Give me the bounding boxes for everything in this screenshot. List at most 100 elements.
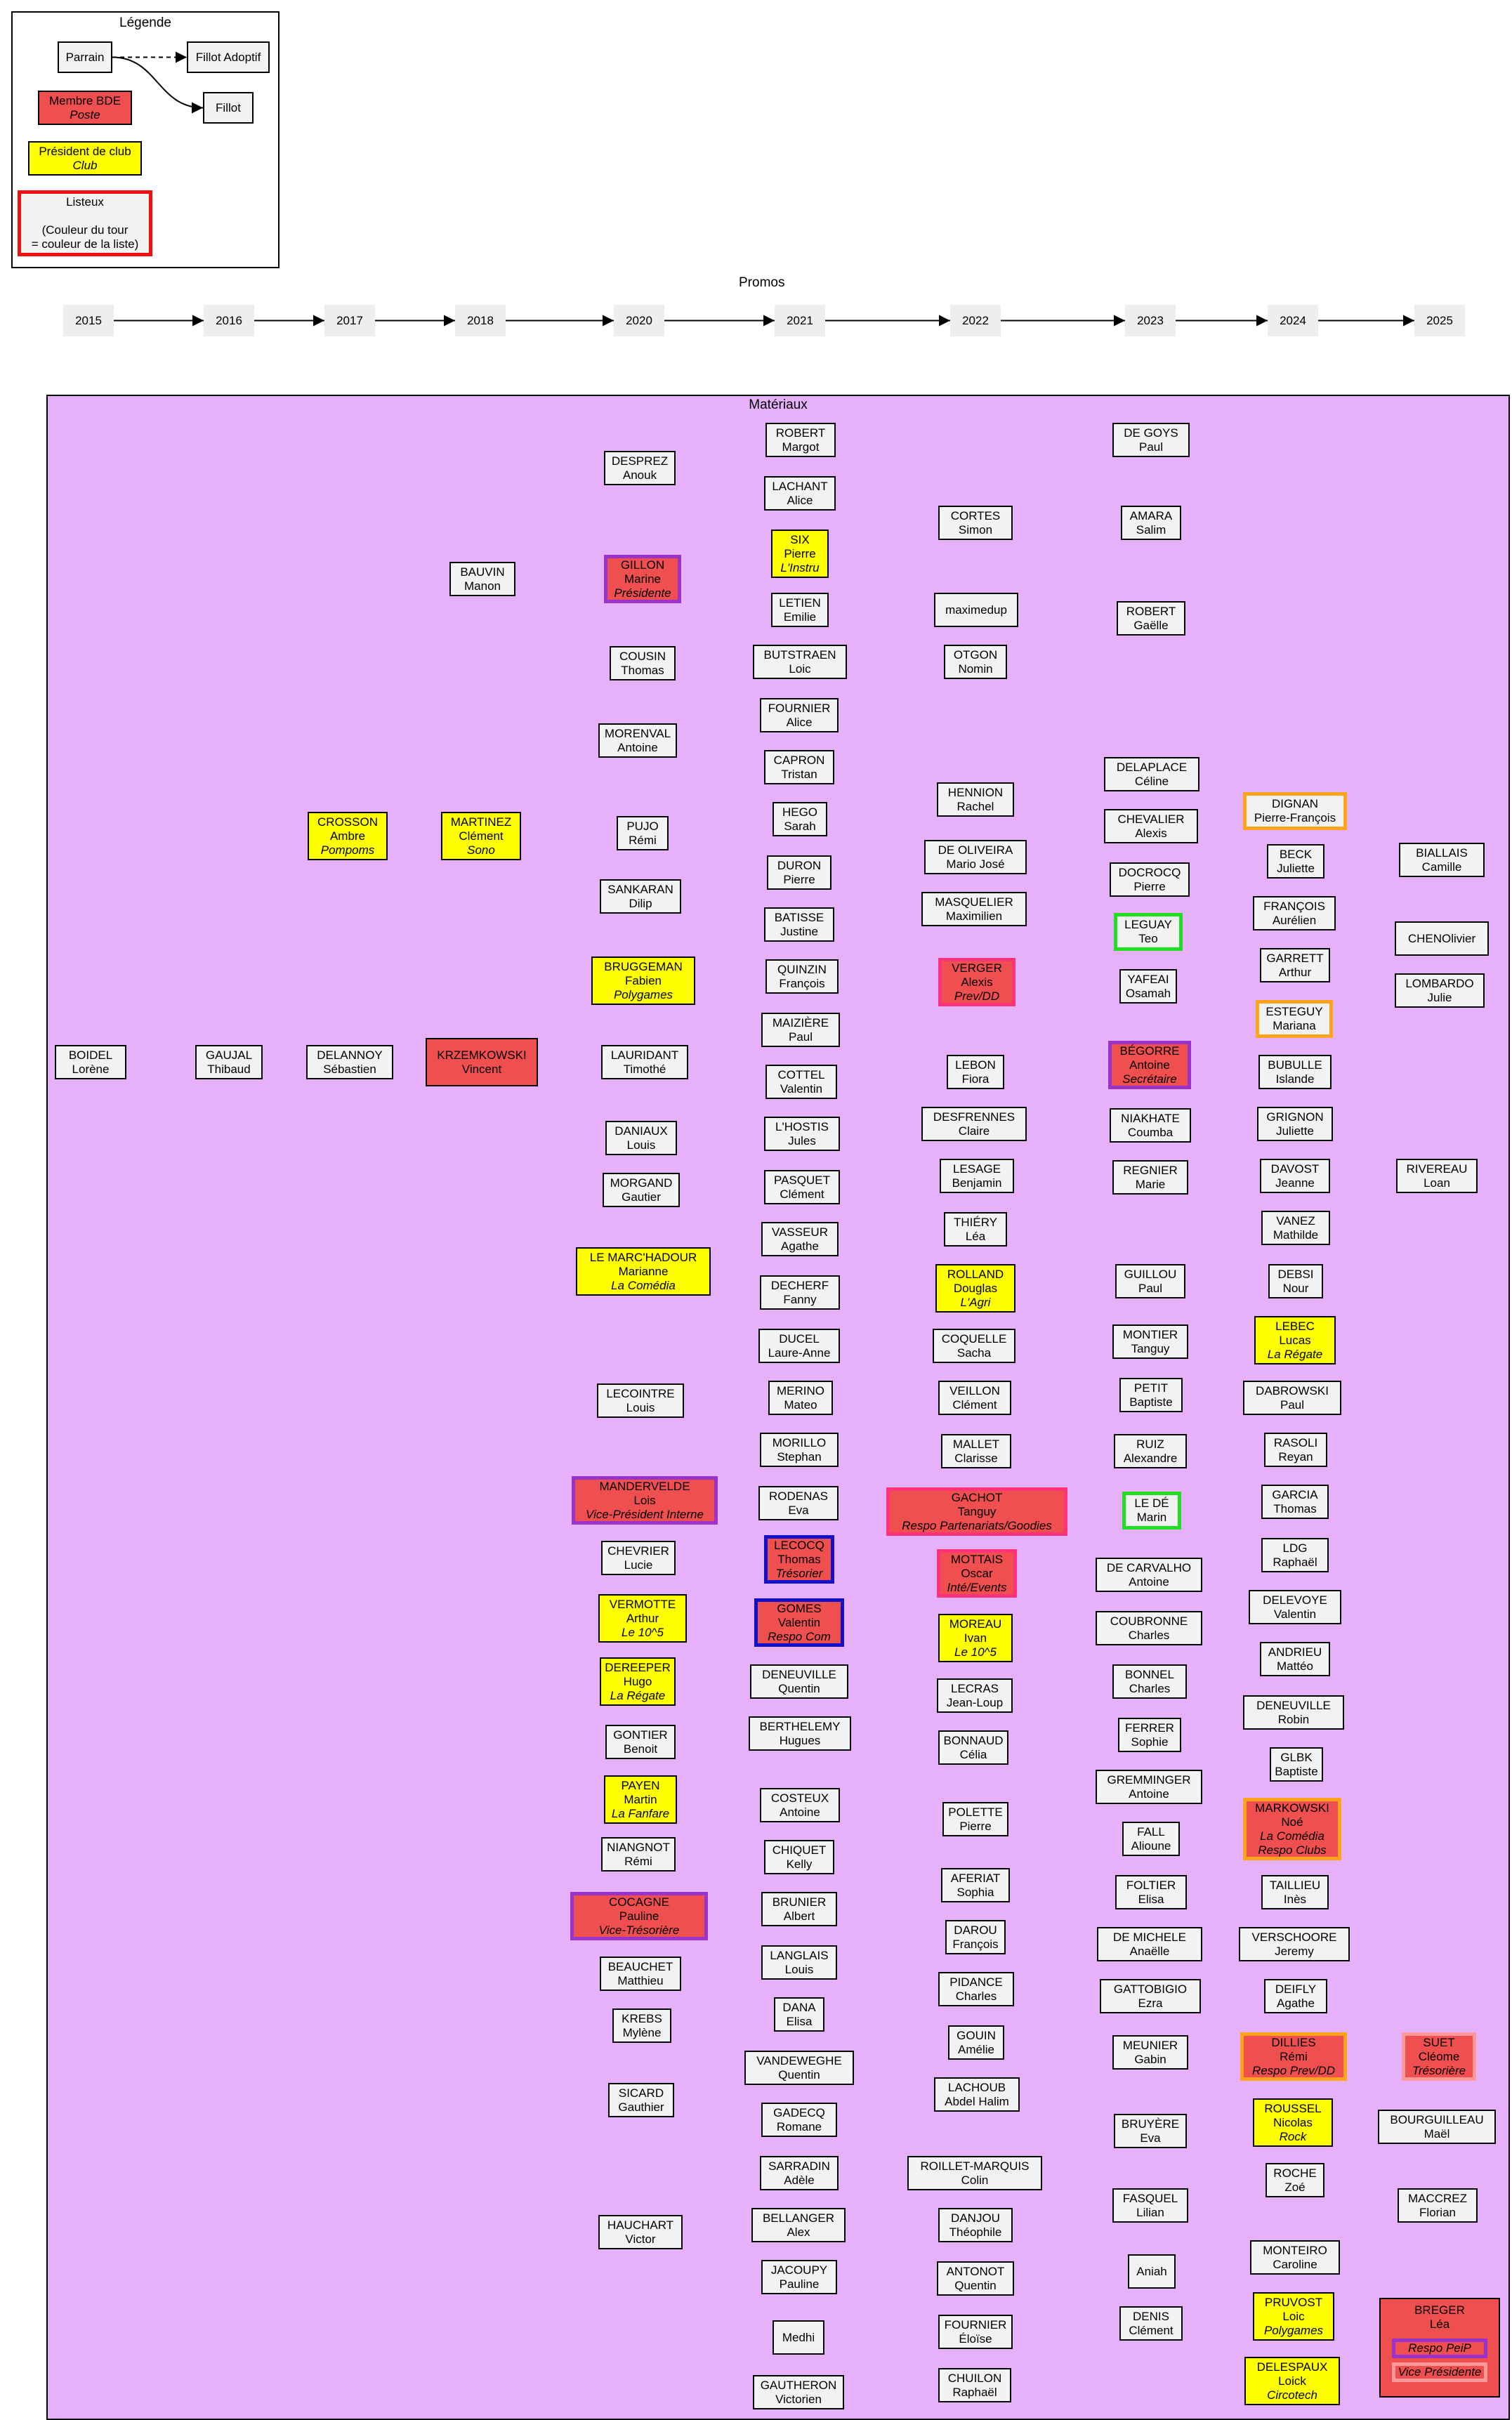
node-line-primary: Parrain	[65, 50, 105, 64]
node-line-primary: DE CARVALHO	[1106, 1560, 1192, 1574]
node-line-secondary: Teo	[1138, 932, 1158, 945]
node-line-primary: DAROU	[954, 1923, 997, 1937]
node-line-primary: ROBERT	[1126, 604, 1176, 618]
node-line-primary: BÉGORRE	[1119, 1044, 1180, 1058]
node-line-secondary: Jeremy	[1275, 1944, 1314, 1958]
node-line-secondary: Juliette	[1276, 1124, 1314, 1138]
node-line-primary: LETIEN	[779, 596, 821, 610]
node-line-secondary: Justine	[780, 924, 818, 938]
node-line-secondary: Maximilien	[945, 909, 1003, 923]
node-line-role: Rock	[1279, 2129, 1307, 2143]
node-line-primary: MORILLO	[772, 1435, 827, 1449]
node-line-primary: MORENVAL	[604, 726, 671, 740]
node-line-secondary: Valentin	[1273, 1607, 1317, 1621]
node-line-secondary: Sophia	[956, 1885, 994, 1899]
node-line-secondary: Rémi	[624, 1854, 652, 1868]
node-line-secondary: Lilian	[1136, 2205, 1164, 2219]
node-line-secondary: Stephan	[777, 1449, 822, 1464]
node-line-role: Le 10^5	[622, 1625, 664, 1639]
person-y6: 2022	[950, 305, 1001, 336]
node-line-secondary: Alioune	[1131, 1839, 1171, 1853]
node-line-secondary: François	[952, 1937, 999, 1951]
node-line-primary: DELESPAUX	[1256, 2360, 1328, 2374]
node-line-secondary: Alexandre	[1123, 1451, 1178, 1465]
node-line-secondary: Thomas	[777, 1552, 821, 1566]
person-maximedup: maximedup	[934, 593, 1018, 627]
node-line-primary: TAILLIEU	[1269, 1878, 1321, 1892]
node-line-secondary: Sébastien	[323, 1062, 376, 1076]
node-line-primary: VERGER	[952, 961, 1002, 975]
node-line-secondary: Anaëlle	[1129, 1944, 1170, 1958]
node-line-primary: CHENOlivier	[1407, 931, 1476, 945]
node-line-secondary: Elisa	[1138, 1892, 1164, 1906]
node-line-primary: MOREAU	[949, 1617, 1002, 1631]
node-line-primary: COQUELLE	[941, 1331, 1007, 1346]
node-line-primary: FERRER	[1125, 1721, 1174, 1735]
node-line-primary: LEBEC	[1275, 1319, 1315, 1333]
node-line-secondary: Marie	[1135, 1177, 1166, 1191]
node-line-primary: DAVOST	[1270, 1162, 1320, 1176]
node-line-primary: LEGUAY	[1124, 918, 1172, 931]
node-line-secondary: Théophile	[949, 2225, 1002, 2239]
node-line-secondary: Juliette	[1277, 861, 1315, 875]
node-line-primary: BERTHELEMY	[759, 1719, 841, 1733]
node-line-primary: LDG	[1282, 1541, 1308, 1555]
node-line-secondary: Pierre-François	[1254, 811, 1336, 824]
node-line-primary: 2023	[1137, 313, 1164, 327]
node-line-primary: NIAKHATE	[1121, 1111, 1180, 1125]
node-line-secondary: Mathilde	[1273, 1228, 1319, 1242]
node-line-secondary: Sacha	[956, 1346, 992, 1360]
person-y4: 2020	[614, 305, 664, 336]
node-line-secondary: Tristan	[781, 767, 817, 781]
node-line-primary: ROLLAND	[947, 1267, 1004, 1281]
node-line-primary: NIANGNOT	[607, 1840, 670, 1854]
node-line-primary: Aniah	[1136, 2264, 1167, 2278]
node-line-primary: 2021	[787, 313, 813, 327]
node-line-primary: DOCROCQ	[1118, 865, 1181, 879]
node-line-role: Sono	[467, 843, 495, 857]
node-line-secondary: Pierre	[783, 872, 815, 886]
node-line-primary: DANIAUX	[614, 1124, 668, 1138]
node-line-secondary: Camille	[1421, 860, 1462, 874]
node-line-secondary: Louis	[626, 1138, 656, 1152]
node-line-secondary: Abdel Halim	[945, 2094, 1009, 2108]
node-line-secondary: Loan	[1424, 1176, 1450, 1190]
node-line-primary: RIVEREAU	[1406, 1162, 1468, 1176]
node-line-secondary: Rémi	[629, 833, 657, 847]
